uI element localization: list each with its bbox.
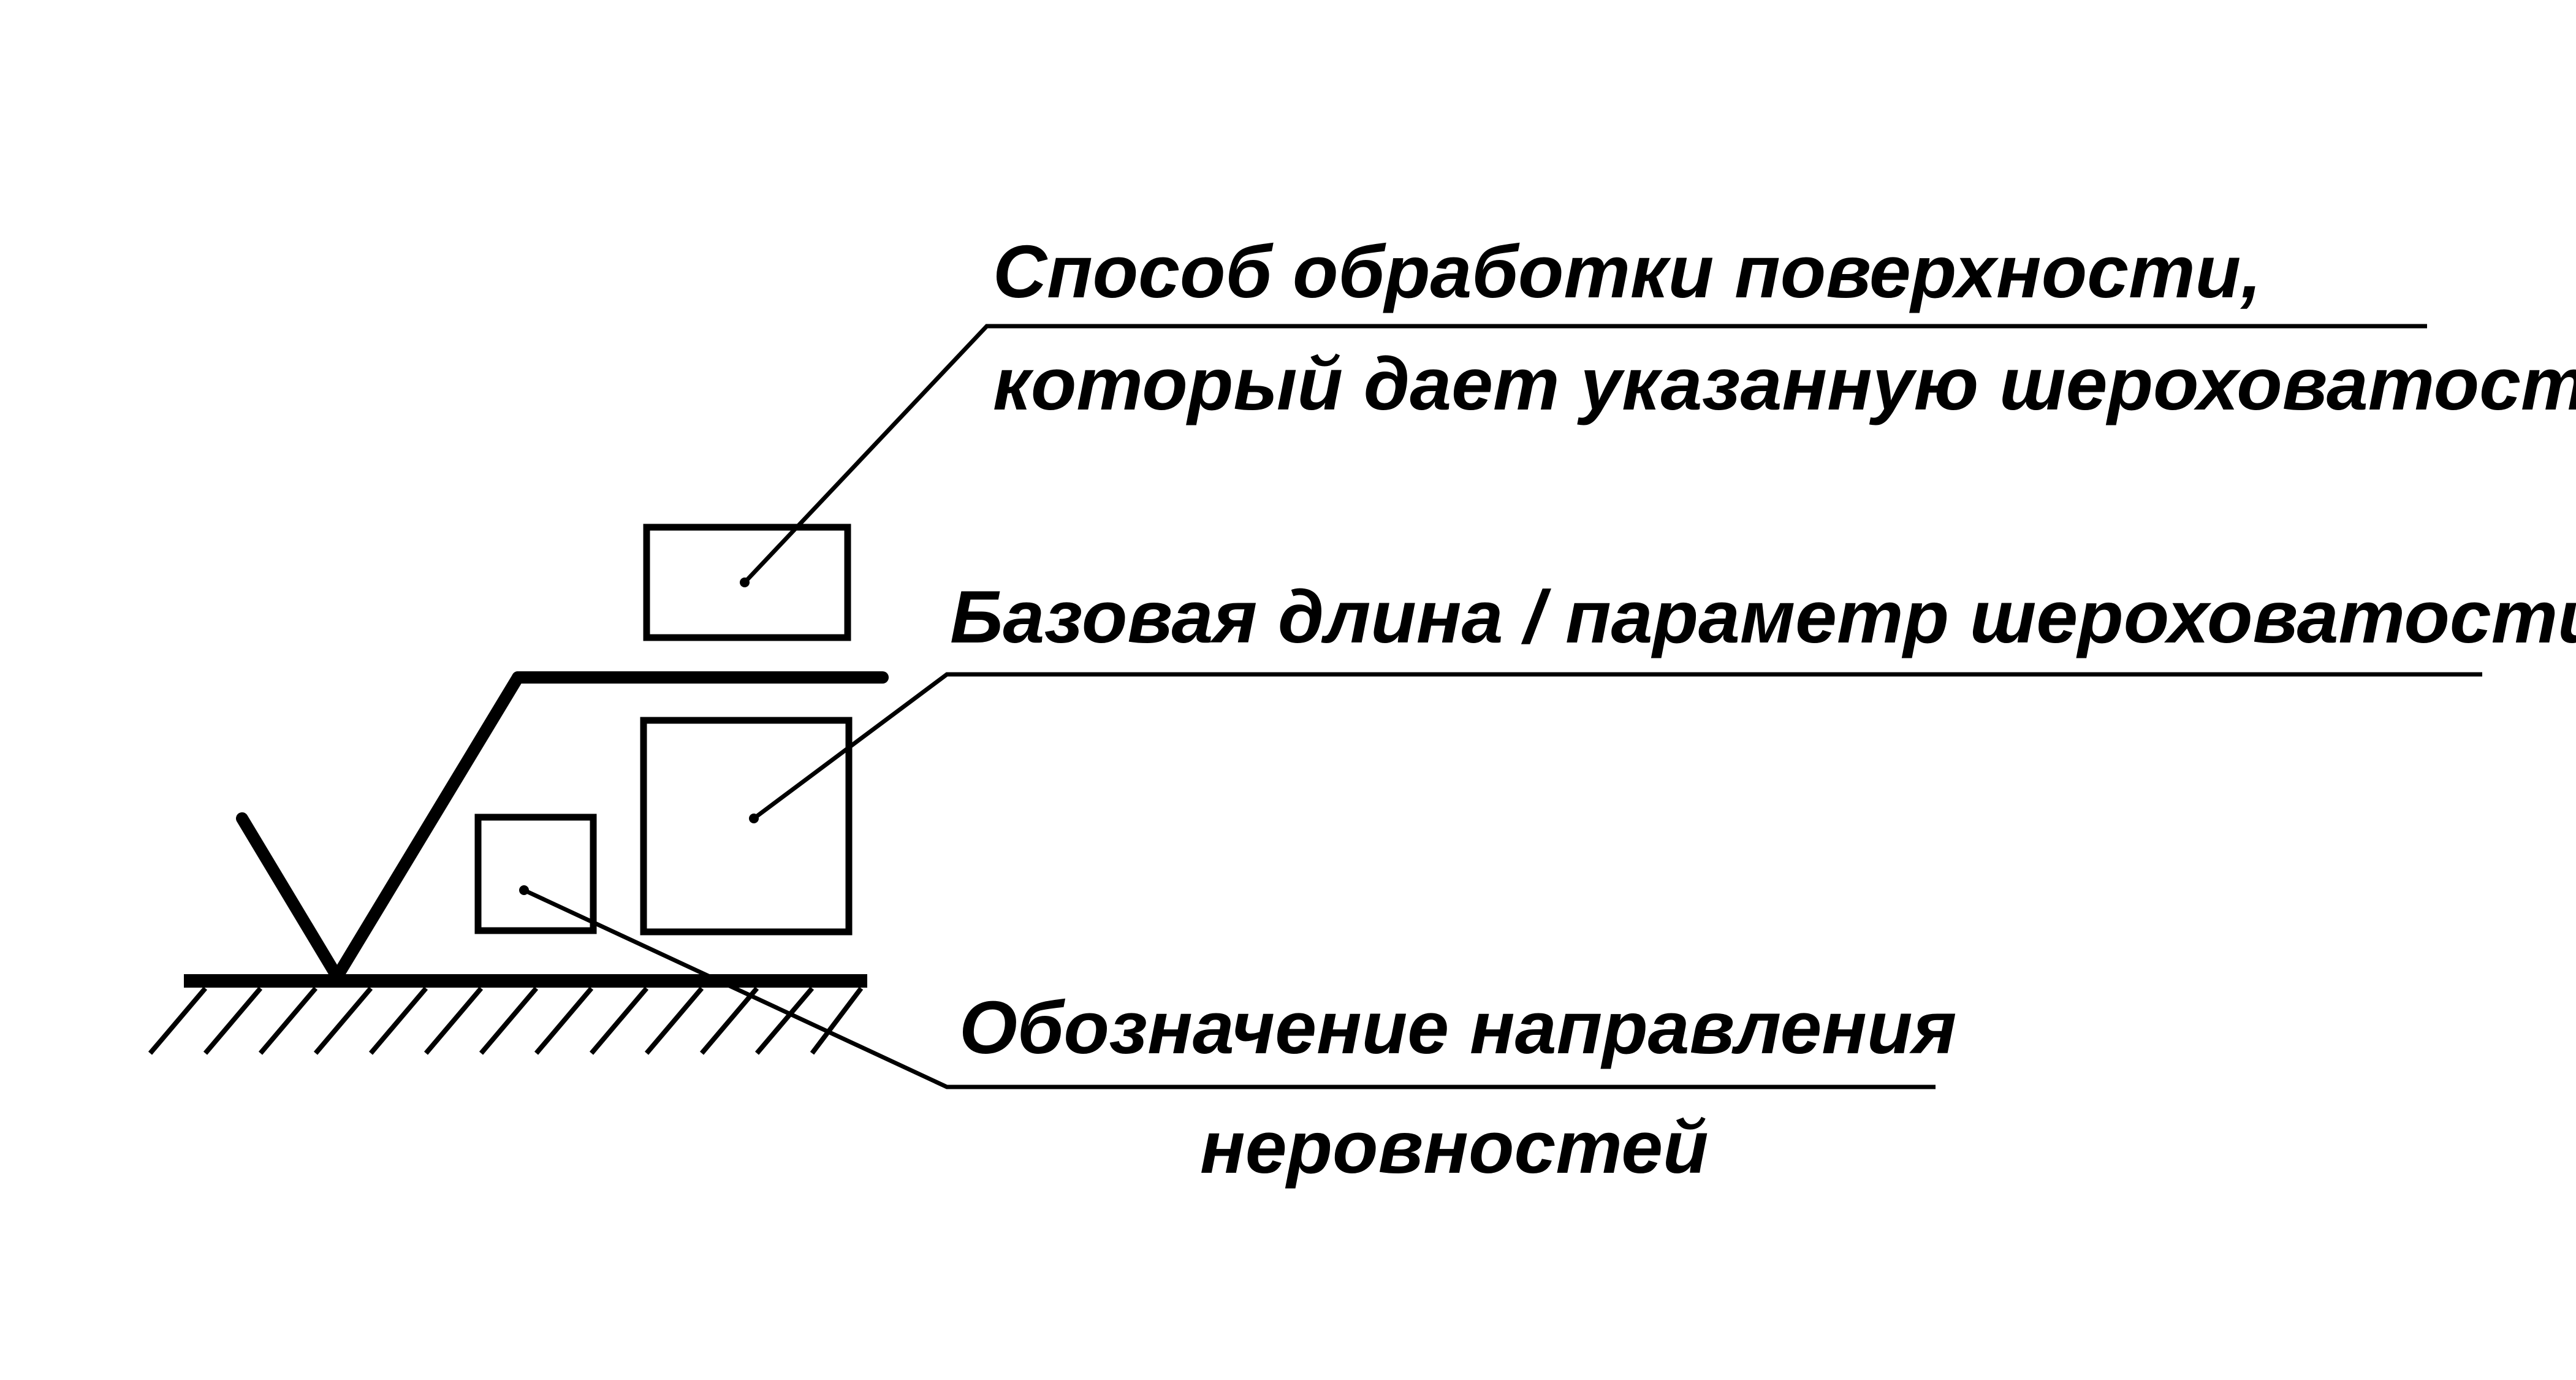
leader-direction — [523, 888, 1936, 1089]
label-direction-line2: неровностей — [1200, 1105, 1709, 1189]
leader-processing — [743, 324, 2427, 584]
surface-base — [148, 974, 867, 1055]
label-processing-line2: который дает указанную шероховатость — [993, 342, 2576, 425]
label-base-length: Базовая длина / параметр шероховатости — [950, 575, 2576, 658]
leader-base-length — [752, 672, 2482, 820]
label-processing-line1: Способ обработки поверхности, — [993, 230, 2262, 313]
base-length-parameter-box — [640, 717, 853, 936]
sign-long-leg — [331, 671, 524, 983]
leader-lines — [519, 324, 2482, 1089]
roughness-sign — [236, 671, 889, 983]
processing-method-box — [643, 524, 851, 641]
surface-hatching — [148, 986, 864, 1055]
direction-box — [474, 814, 597, 934]
sign-short-leg — [236, 812, 343, 983]
field-boxes — [474, 524, 853, 936]
label-direction-line1: Обозначение направления — [959, 986, 1956, 1069]
